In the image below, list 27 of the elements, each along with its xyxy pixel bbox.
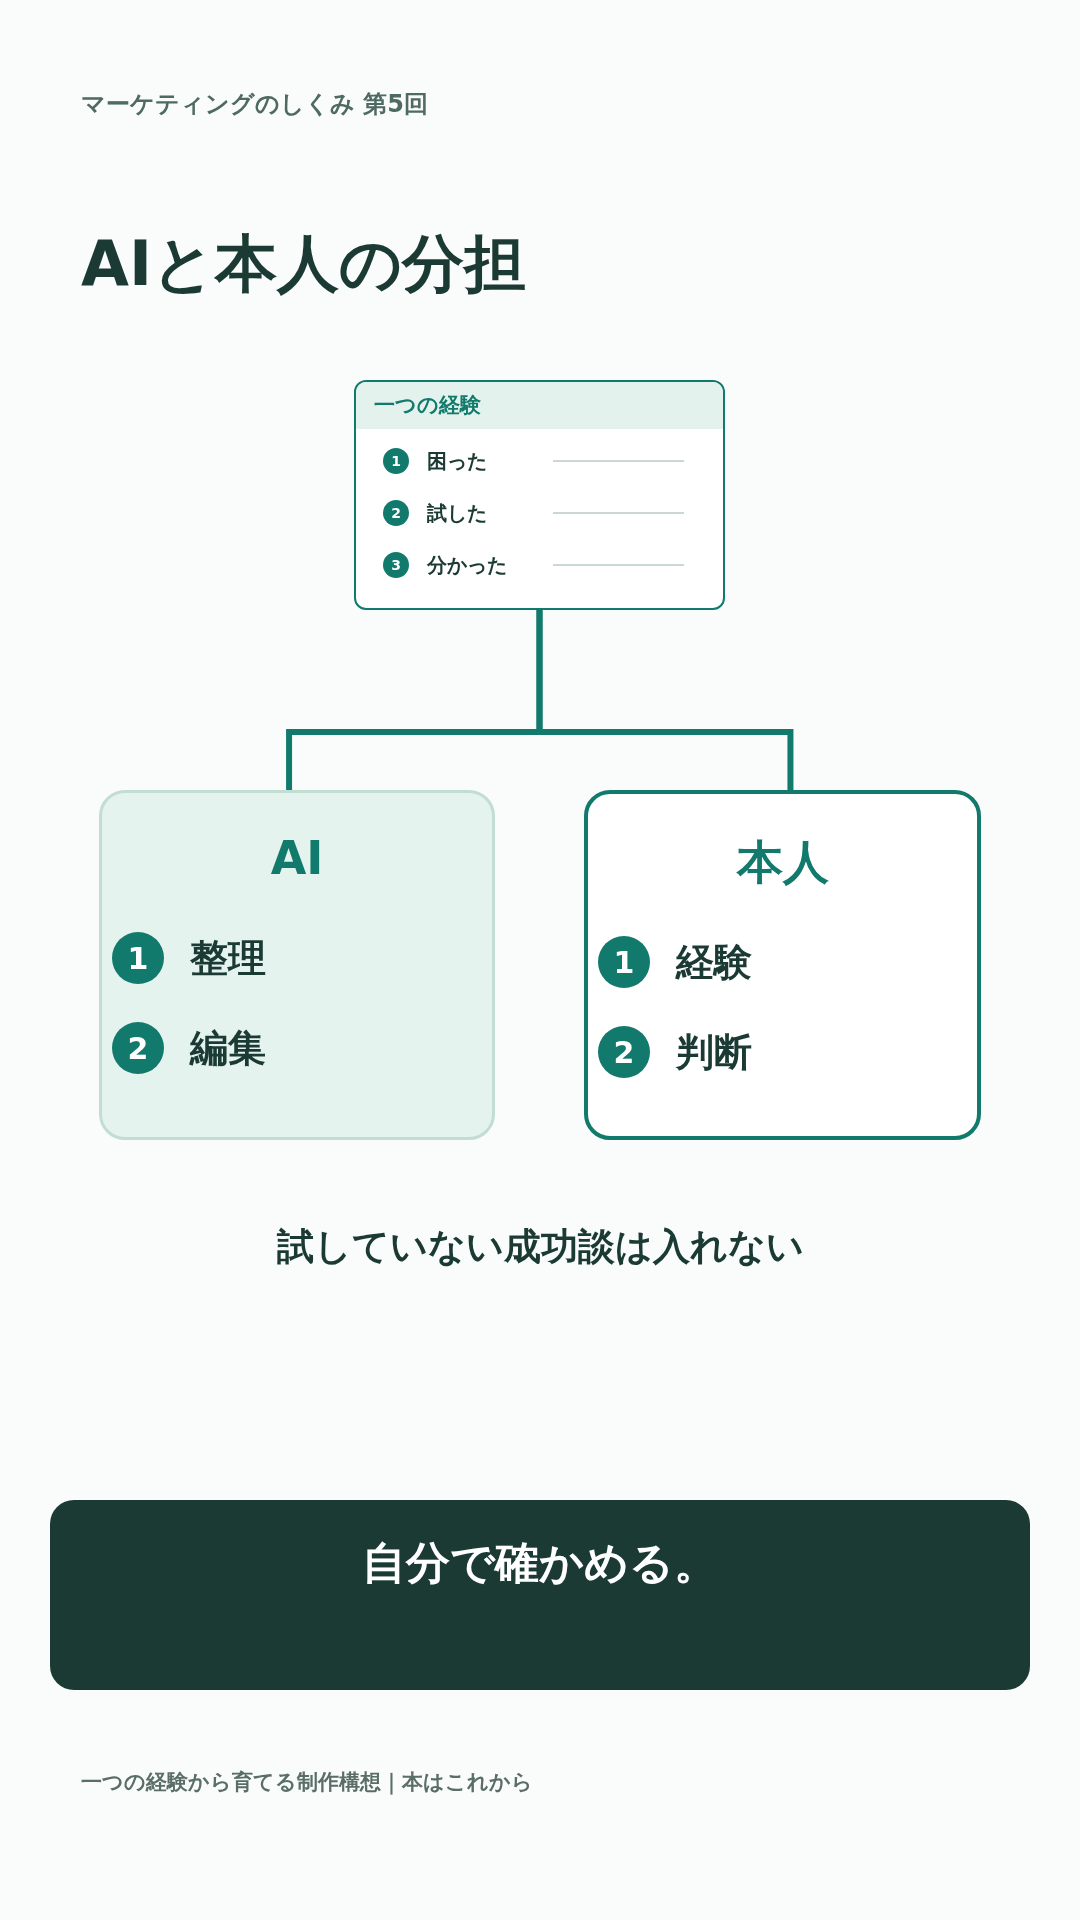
- number-circle: 1: [112, 932, 164, 984]
- number-circle: 1: [598, 936, 650, 988]
- role-panel: [584, 790, 981, 1140]
- number-circle: 1: [383, 448, 409, 474]
- series-header: マーケティングのしくみ 第5回: [81, 89, 429, 120]
- experience-card: [354, 380, 725, 610]
- panel-heading: AI: [270, 831, 324, 885]
- item-text: 判断: [676, 1028, 752, 1076]
- banner-text: 自分で確かめる。: [362, 1536, 718, 1590]
- message-banner: [50, 1500, 1030, 1690]
- number-circle: 3: [383, 552, 409, 578]
- connector-line: [536, 610, 794, 790]
- title: AIと本人の分担: [81, 226, 527, 302]
- item-text: 試した: [427, 499, 487, 527]
- number-circle: 2: [598, 1026, 650, 1078]
- item-text: 編集: [190, 1024, 266, 1072]
- panel-heading: 本人: [736, 834, 829, 891]
- item-text: 経験: [676, 938, 752, 986]
- footer-text: 一つの経験から育てる制作構想｜本はこれから: [81, 1769, 533, 1796]
- number-circle: 2: [112, 1022, 164, 1074]
- number-circle: 2: [383, 500, 409, 526]
- item-text: 分かった: [427, 551, 507, 579]
- note-text: 試していない成功談は入れない: [276, 1224, 804, 1270]
- item-text: 整理: [190, 934, 266, 982]
- card-heading: 一つの経験: [356, 382, 723, 429]
- item-text: 困った: [427, 447, 487, 475]
- role-panel: [99, 790, 495, 1140]
